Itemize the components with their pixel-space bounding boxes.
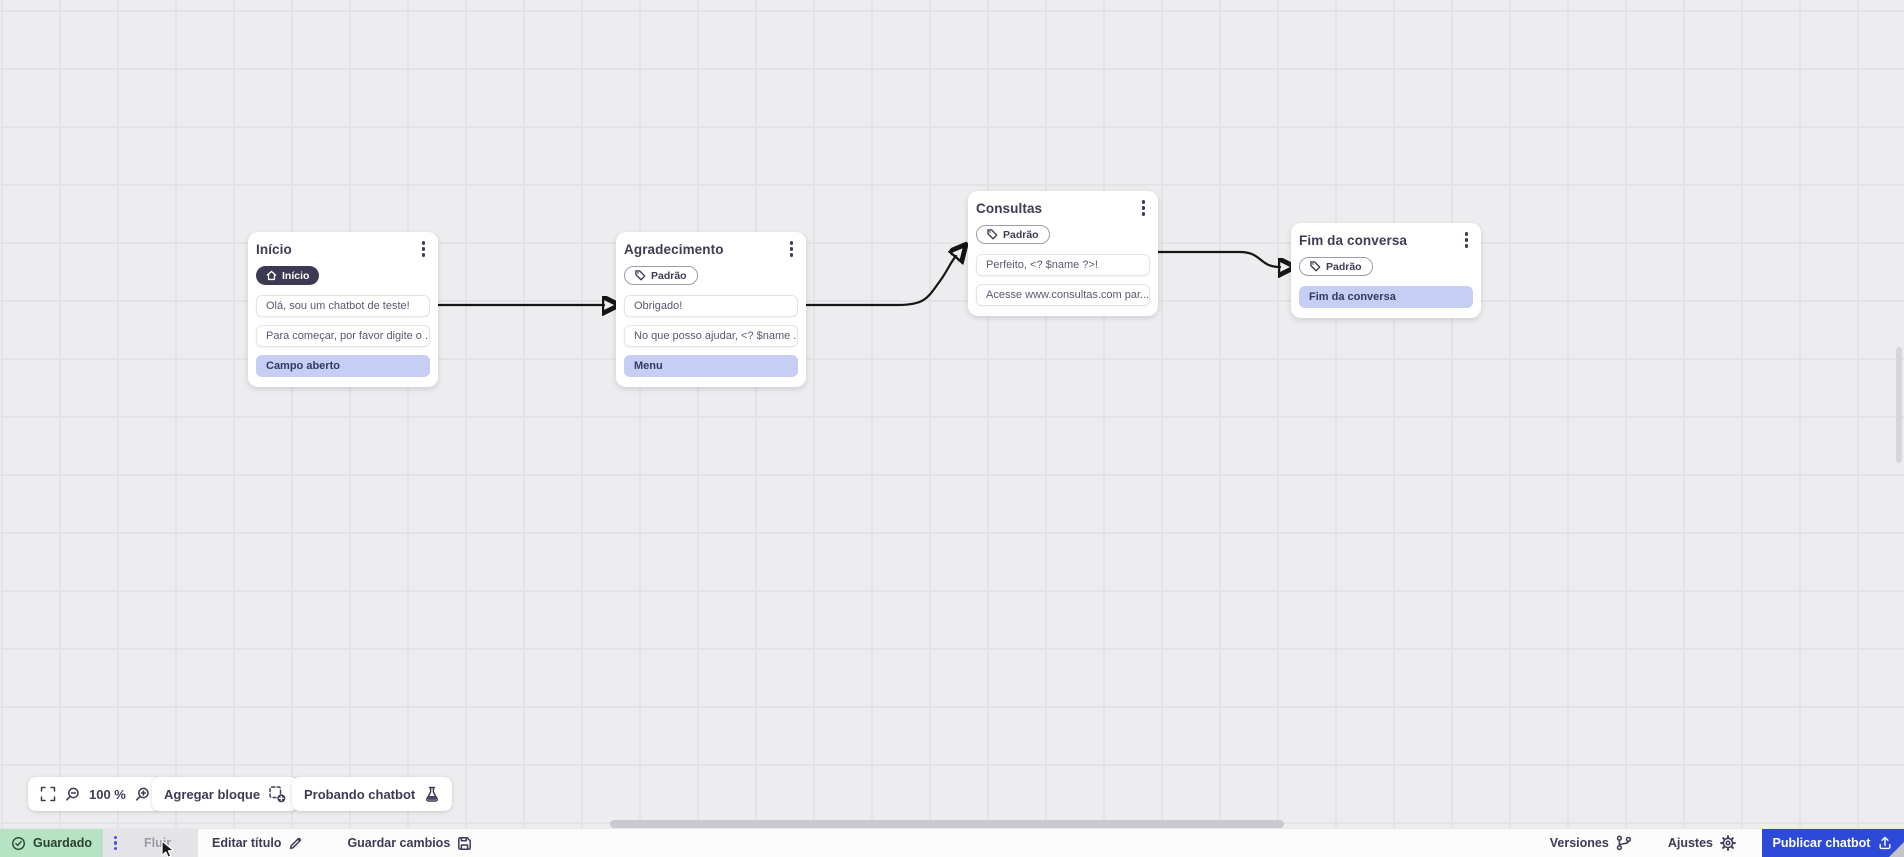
message-row[interactable]: Para começar, por favor digite o ... — [256, 325, 430, 347]
vertical-scrollbar[interactable] — [1896, 347, 1902, 463]
node-title: Consultas — [976, 200, 1043, 216]
action-row[interactable]: Menu — [624, 355, 798, 377]
node-inicio[interactable]: Início Início Olá, sou um chatbot de tes… — [248, 232, 438, 387]
node-type-badge: Início — [256, 266, 320, 285]
zoom-in-button[interactable] — [135, 787, 150, 802]
zoom-in-icon — [135, 787, 149, 801]
branch-icon — [1616, 835, 1631, 851]
settings-button[interactable]: Ajustes — [1668, 829, 1736, 857]
fullscreen-icon — [40, 786, 56, 802]
check-circle-icon — [12, 836, 25, 850]
message-row[interactable]: Acesse www.consultas.com par... — [976, 284, 1150, 306]
pencil-icon — [290, 837, 302, 849]
add-block-icon — [269, 785, 286, 802]
node-type-badge: Padrão — [1299, 257, 1373, 276]
flow-tab[interactable]: Fluir — [103, 829, 198, 857]
add-block-button[interactable]: Agregar bloque — [152, 777, 299, 811]
save-icon — [458, 836, 472, 850]
message-row[interactable]: Olá, sou um chatbot de teste! — [256, 295, 430, 317]
horizontal-scrollbar[interactable] — [610, 820, 1284, 828]
tag-icon — [987, 229, 998, 240]
versions-button[interactable]: Versiones — [1550, 829, 1632, 857]
action-row[interactable]: Campo aberto — [256, 355, 430, 377]
message-row[interactable]: Obrigado! — [624, 295, 798, 317]
node-consultas[interactable]: Consultas Padrão Perfeito, <? $name ?>! … — [968, 191, 1158, 316]
publish-chatbot-button[interactable]: Publicar chatbot — [1762, 829, 1904, 857]
status-bar: Guardado Fluir Editar título Guardar cam… — [0, 828, 1904, 857]
node-agradecimento[interactable]: Agradecimento Padrão Obrigado! No que po… — [616, 232, 806, 387]
fullscreen-button[interactable] — [40, 786, 56, 802]
statusbar-spacer — [472, 829, 1549, 857]
node-title: Início — [256, 241, 292, 257]
gear-icon — [1720, 835, 1736, 851]
node-type-badge: Padrão — [976, 225, 1050, 244]
message-row[interactable]: No que posso ajudar, <? $name ... — [624, 325, 798, 347]
node-title: Fim da conversa — [1299, 232, 1408, 248]
message-row[interactable]: Perfeito, <? $name ?>! — [976, 254, 1150, 276]
node-title: Agradecimento — [624, 241, 724, 257]
action-row[interactable]: Fim da conversa — [1299, 286, 1473, 308]
node-menu-icon[interactable] — [785, 239, 798, 258]
save-changes-button[interactable]: Guardar cambios — [347, 829, 472, 857]
window-resize-corner — [1889, 842, 1904, 857]
edit-title-button[interactable]: Editar título — [212, 829, 303, 857]
node-menu-icon[interactable] — [1137, 198, 1150, 217]
flow-menu-icon[interactable] — [112, 834, 119, 852]
node-type-badge: Padrão — [624, 266, 698, 285]
canvas-zoom-controls: 100 % — [28, 777, 162, 811]
zoom-out-button[interactable] — [65, 787, 80, 802]
node-menu-icon[interactable] — [1460, 230, 1473, 249]
flask-icon — [426, 786, 439, 802]
saved-status: Guardado — [0, 829, 103, 857]
node-fim-da-conversa[interactable]: Fim da conversa Padrão Fim da conversa — [1291, 223, 1481, 318]
tag-icon — [1310, 261, 1321, 272]
zoom-out-icon — [66, 787, 79, 801]
node-menu-icon[interactable] — [417, 239, 430, 258]
test-chatbot-button[interactable]: Probando chatbot — [292, 777, 453, 811]
home-icon — [266, 270, 277, 281]
tag-icon — [635, 270, 646, 281]
zoom-level: 100 % — [89, 786, 126, 802]
